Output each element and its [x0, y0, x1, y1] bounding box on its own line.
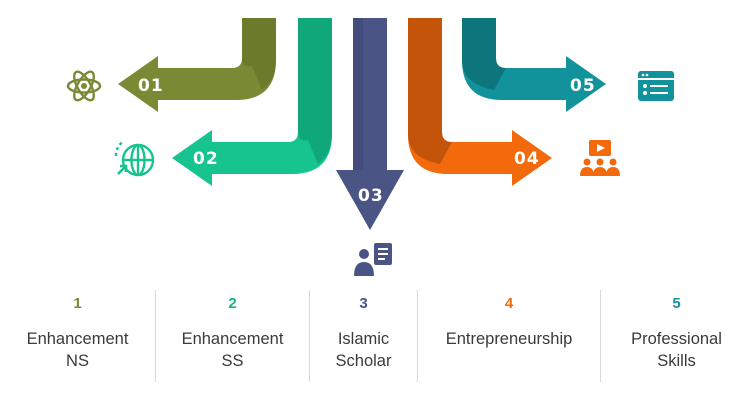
legend: 1 Enhancement NS 2 Enhancement SS 3 Isla… [0, 290, 752, 390]
legend-item-5: 5 Professional Skills [601, 290, 752, 382]
legend-label-4-line1: Entrepreneurship [445, 330, 573, 348]
legend-index-5: 5 [672, 295, 681, 312]
globe-arrow-icon [114, 139, 155, 177]
step-5-number: 05 [570, 76, 596, 96]
arrow-step-2: 02 [172, 18, 332, 186]
browser-window-icon [638, 71, 674, 101]
step-1-number: 01 [138, 76, 164, 96]
legend-label-5-line1: Professional [631, 330, 722, 348]
process-diagram: 01 02 03 04 05 [66, 18, 674, 276]
legend-label-2-line1: Enhancement [181, 330, 284, 348]
arrow-step-5: 05 [462, 18, 606, 112]
legend-label-2-line2: SS [221, 352, 244, 370]
arrow-step-1: 01 [118, 18, 276, 112]
legend-item-2: 2 Enhancement SS [156, 290, 309, 382]
atom-icon [66, 70, 102, 102]
legend-label-1-line2: NS [66, 352, 89, 370]
legend-label-5-line2: Skills [657, 352, 696, 370]
legend-divider [309, 290, 310, 382]
legend-index-1: 1 [73, 295, 82, 312]
legend-item-4: 4 Entrepreneurship [418, 290, 600, 382]
legend-divider [417, 290, 418, 382]
legend-label-4: Entrepreneurship [418, 328, 600, 350]
step-2-number: 02 [193, 149, 219, 169]
legend-label-3: Islamic Scholar [310, 328, 417, 372]
legend-label-1-line1: Enhancement [26, 330, 129, 348]
legend-index-3: 3 [359, 295, 368, 312]
legend-label-3-line1: Islamic [337, 330, 390, 348]
legend-label-2: Enhancement SS [156, 328, 309, 372]
legend-index-4: 4 [504, 295, 514, 312]
legend-item-3: 3 Islamic Scholar [310, 290, 417, 382]
group-video-icon [580, 140, 620, 176]
presenter-icon [354, 243, 392, 276]
legend-label-5: Professional Skills [601, 328, 752, 372]
step-4-number: 04 [514, 149, 540, 169]
arrow-step-4: 04 [408, 18, 552, 186]
legend-item-1: 1 Enhancement NS [0, 290, 155, 382]
legend-index-2: 2 [228, 295, 237, 312]
legend-label-1: Enhancement NS [0, 328, 155, 372]
arrow-step-3: 03 [336, 18, 404, 230]
legend-divider [600, 290, 601, 382]
legend-divider [155, 290, 156, 382]
legend-label-3-line2: Scholar [335, 352, 392, 370]
step-3-number: 03 [358, 186, 384, 206]
